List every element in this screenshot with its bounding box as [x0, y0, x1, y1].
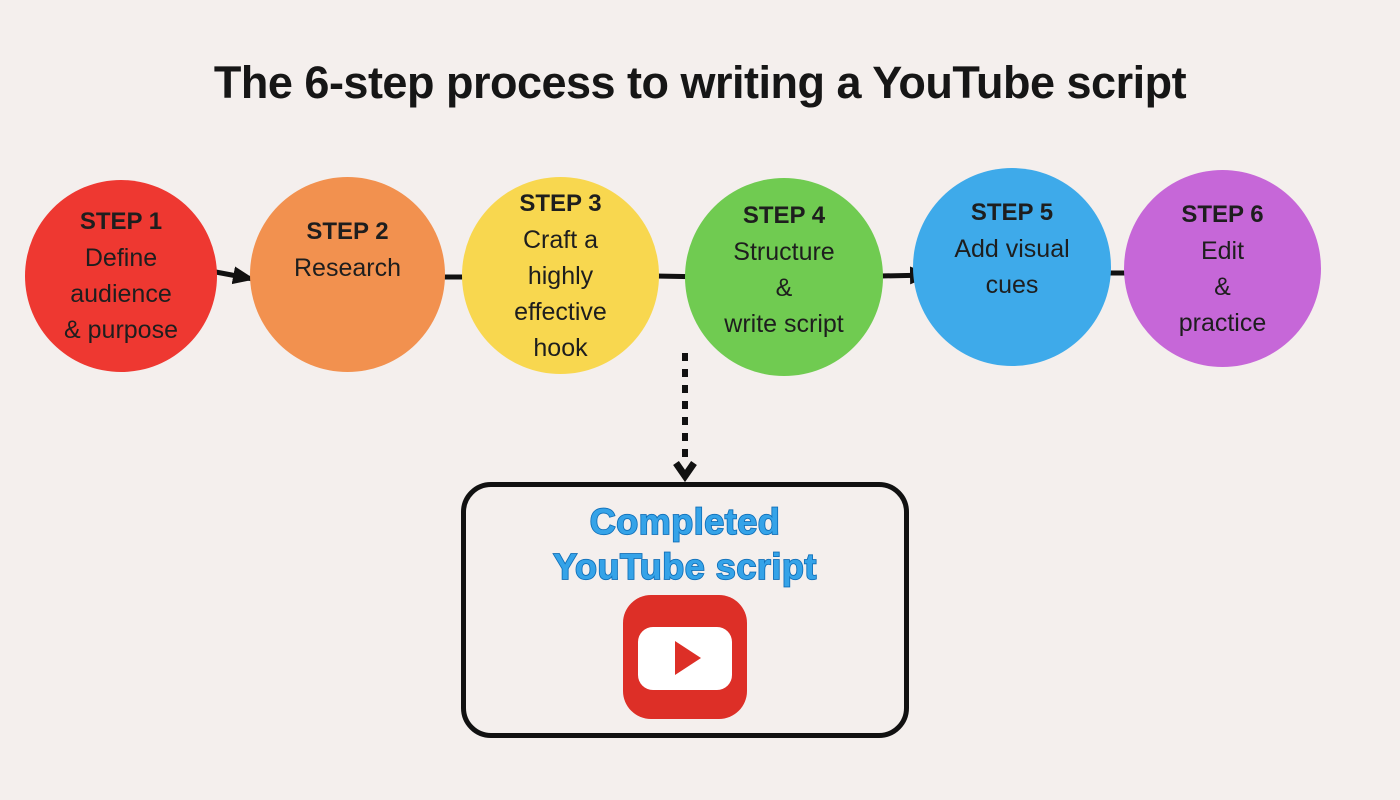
step-1-label: STEP 1 [79, 208, 163, 235]
page-title: The 6-step process to writing a YouTube … [213, 57, 1187, 108]
step-circle-3: STEP 3 Craft a highly effective hook [462, 177, 659, 374]
step-circle-4: STEP 4 Structure & write script [685, 178, 883, 376]
step-6-text: Edit & practice [1178, 236, 1267, 337]
step-2-text: Research [294, 253, 401, 282]
dashed-arrow-head [673, 461, 697, 483]
result-title: Completed YouTube script [552, 500, 817, 588]
step-4-text: Structure & write script [724, 238, 844, 338]
result-box: Completed YouTube script [461, 482, 909, 738]
step-3-label: STEP 3 [519, 189, 602, 217]
step-2-label: STEP 2 [306, 217, 389, 245]
step-circle-2: STEP 2 Research [250, 177, 445, 372]
step-5-label: STEP 5 [970, 199, 1054, 226]
step-circle-6: STEP 6 Edit & practice [1124, 170, 1321, 367]
step-4-label: STEP 4 [742, 202, 826, 229]
step-1-text: Define audience & purpose [64, 244, 178, 344]
step-circle-5: STEP 5 Add visual cues [913, 168, 1111, 366]
step-6-label: STEP 6 [1181, 200, 1264, 228]
youtube-play-icon [623, 595, 747, 719]
step-5-text: Add visual cues [954, 235, 1070, 299]
step-circle-1: STEP 1 Define audience & purpose [25, 180, 217, 372]
step-3-text: Craft a highly effective hook [514, 225, 607, 362]
